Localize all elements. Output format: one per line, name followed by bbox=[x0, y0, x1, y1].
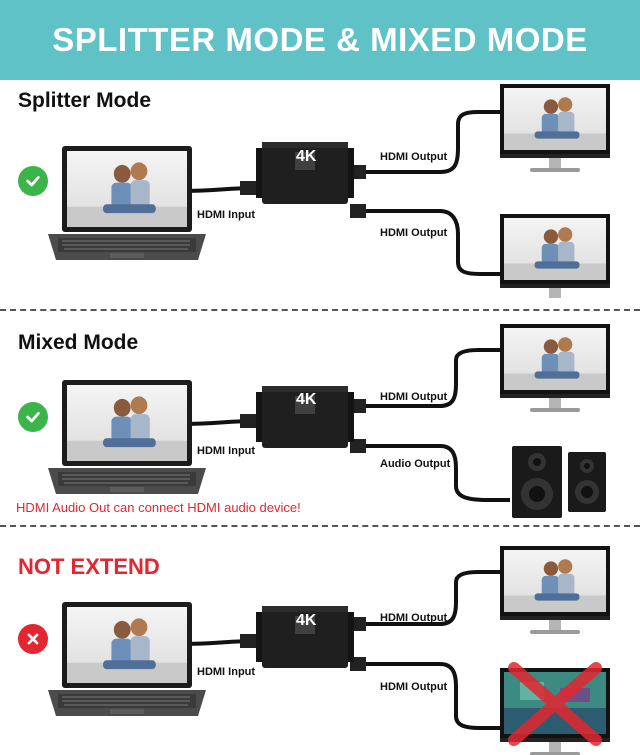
device-badge-4k: 4K bbox=[296, 391, 317, 408]
laptop-source bbox=[48, 380, 206, 494]
audio-output-label: Audio Output bbox=[380, 458, 451, 470]
hdmi-output-label-1: HDMI Output bbox=[380, 151, 448, 163]
section-divider-1 bbox=[0, 309, 640, 311]
laptop-source bbox=[48, 146, 206, 260]
hdmi-output-label-1: HDMI Output bbox=[380, 612, 448, 624]
speakers-icon bbox=[512, 446, 606, 518]
monitor-2 bbox=[500, 214, 610, 298]
section-title-not-extend: NOT EXTEND bbox=[18, 554, 160, 579]
hdmi-output-label: HDMI Output bbox=[380, 391, 448, 403]
not-extend-diagram bbox=[0, 540, 610, 755]
section-title-mixed: Mixed Mode bbox=[18, 331, 139, 354]
hdmi-output-label-2: HDMI Output bbox=[380, 227, 448, 239]
cross-out-icon bbox=[508, 662, 602, 746]
page-title: SPLITTER MODE & MIXED MODE bbox=[52, 21, 588, 58]
hdmi-input-label: HDMI Input bbox=[197, 666, 256, 678]
monitor-1 bbox=[500, 84, 610, 172]
section-title-splitter: Splitter Mode bbox=[18, 89, 152, 112]
section-divider-2 bbox=[0, 525, 640, 527]
audio-device-note: HDMI Audio Out can connect HDMI audio de… bbox=[16, 500, 301, 515]
check-circle-icon bbox=[18, 166, 48, 196]
monitor-output bbox=[500, 324, 610, 412]
hdmi-input-label: HDMI Input bbox=[197, 445, 256, 457]
header-banner: SPLITTER MODE & MIXED MODE bbox=[0, 0, 640, 80]
check-circle-icon bbox=[18, 402, 48, 432]
hdmi-output-label-2: HDMI Output bbox=[380, 681, 448, 693]
device-badge-4k: 4K bbox=[296, 148, 317, 165]
monitor-extended-crossed bbox=[500, 662, 610, 755]
hdmi-input-label: HDMI Input bbox=[197, 209, 256, 221]
monitor-output bbox=[500, 546, 610, 634]
mixed-mode-diagram bbox=[0, 320, 640, 518]
splitter-mode-diagram bbox=[0, 84, 640, 298]
x-circle-icon bbox=[18, 624, 48, 654]
device-badge-4k: 4K bbox=[296, 612, 317, 629]
laptop-source bbox=[48, 602, 206, 716]
